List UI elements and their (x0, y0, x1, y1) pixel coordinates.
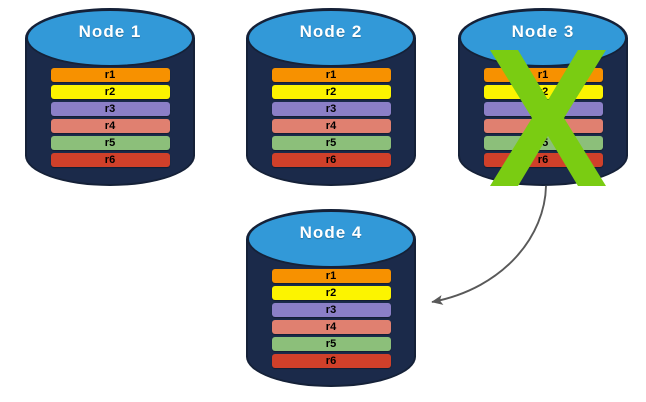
data-row[interactable]: r2 (271, 286, 391, 300)
data-row[interactable]: r2 (271, 85, 391, 99)
row-list: r1 r2 r3 r4 r5 r6 (483, 68, 603, 167)
row-list: r1 r2 r3 r4 r5 r6 (271, 269, 391, 368)
data-row[interactable]: r4 (483, 119, 603, 133)
data-row[interactable]: r1 (271, 68, 391, 82)
node-cylinder-1[interactable]: Node 1 r1 r2 r3 r4 r5 r6 (25, 8, 195, 186)
cylinder-top-ellipse (26, 9, 194, 67)
data-row[interactable]: r4 (271, 119, 391, 133)
cylinder-top-ellipse (247, 9, 415, 67)
data-row[interactable]: r3 (271, 303, 391, 317)
data-row[interactable]: r5 (483, 136, 603, 150)
node-cylinder-2[interactable]: Node 2 r1 r2 r3 r4 r5 r6 (246, 8, 416, 186)
data-row[interactable]: r5 (50, 136, 170, 150)
data-row[interactable]: r2 (50, 85, 170, 99)
row-list: r1 r2 r3 r4 r5 r6 (50, 68, 170, 167)
data-row[interactable]: r1 (271, 269, 391, 283)
data-row[interactable]: r3 (483, 102, 603, 116)
data-row[interactable]: r6 (483, 153, 603, 167)
data-row[interactable]: r6 (50, 153, 170, 167)
data-row[interactable]: r6 (271, 354, 391, 368)
data-row[interactable]: r6 (271, 153, 391, 167)
data-row[interactable]: r4 (271, 320, 391, 334)
data-row[interactable]: r5 (271, 337, 391, 351)
data-row[interactable]: r1 (50, 68, 170, 82)
data-row[interactable]: r2 (483, 85, 603, 99)
data-row[interactable]: r3 (271, 102, 391, 116)
node-cylinder-3[interactable]: Node 3 r1 r2 r3 r4 r5 r6 (458, 8, 628, 186)
data-row[interactable]: r3 (50, 102, 170, 116)
data-row[interactable]: r4 (50, 119, 170, 133)
data-row[interactable]: r5 (271, 136, 391, 150)
data-row[interactable]: r1 (483, 68, 603, 82)
row-list: r1 r2 r3 r4 r5 r6 (271, 68, 391, 167)
node-cylinder-4[interactable]: Node 4 r1 r2 r3 r4 r5 r6 (246, 209, 416, 387)
cylinder-top-ellipse (247, 210, 415, 268)
cylinder-top-ellipse (459, 9, 627, 67)
